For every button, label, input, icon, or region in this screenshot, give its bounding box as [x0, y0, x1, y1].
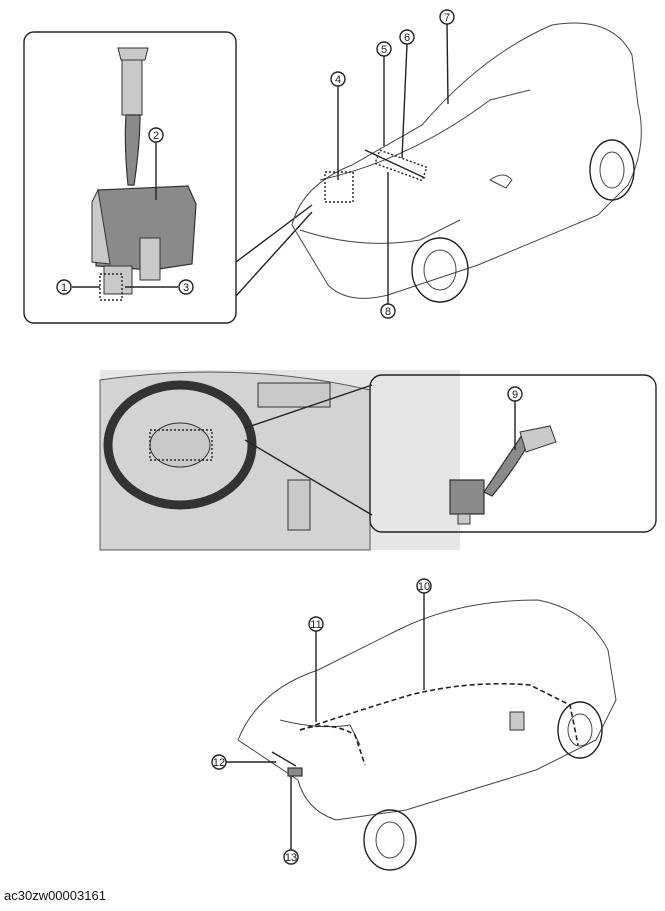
vehicle-front-view [291, 22, 642, 303]
svg-text:9: 9 [512, 389, 518, 401]
callout-8: 8 [380, 172, 396, 319]
callout-13: 13 [283, 776, 299, 865]
callout-9: 9 [507, 386, 523, 450]
svg-text:8: 8 [385, 306, 391, 318]
callout-10: 10 [416, 578, 432, 690]
callout-11: 11 [308, 616, 324, 722]
wiper-switch-inset-frame [369, 374, 657, 533]
switch-leader-upper [244, 384, 373, 429]
callout-3: 3 [125, 279, 194, 295]
svg-text:12: 12 [213, 757, 225, 769]
callout-12: 12 [211, 754, 276, 770]
figure-id-caption: ac30zw00003161 [4, 888, 106, 903]
callout-2: 2 [148, 127, 164, 200]
svg-text:11: 11 [310, 619, 321, 631]
svg-text:13: 13 [285, 852, 297, 864]
callout-5: 5 [376, 41, 392, 146]
svg-text:6: 6 [404, 32, 410, 44]
callout-1: 1 [56, 279, 100, 295]
inset-leader-upper [235, 204, 313, 263]
wiper-switch [449, 425, 557, 525]
inset-leader-lower [235, 211, 313, 297]
svg-text:5: 5 [381, 44, 387, 56]
svg-text:1: 1 [61, 282, 67, 294]
washer-tank-inset-frame [23, 31, 237, 324]
svg-text:4: 4 [335, 74, 341, 86]
callout-7: 7 [439, 9, 455, 105]
vehicle-rear-view [237, 599, 617, 871]
callout-4: 4 [330, 71, 346, 180]
washer-tank [91, 47, 197, 301]
svg-text:7: 7 [444, 12, 450, 24]
switch-leader-lower [244, 439, 373, 516]
svg-text:10: 10 [418, 581, 430, 593]
callout-6: 6 [399, 29, 415, 159]
svg-text:3: 3 [183, 282, 189, 294]
svg-text:2: 2 [153, 130, 159, 142]
